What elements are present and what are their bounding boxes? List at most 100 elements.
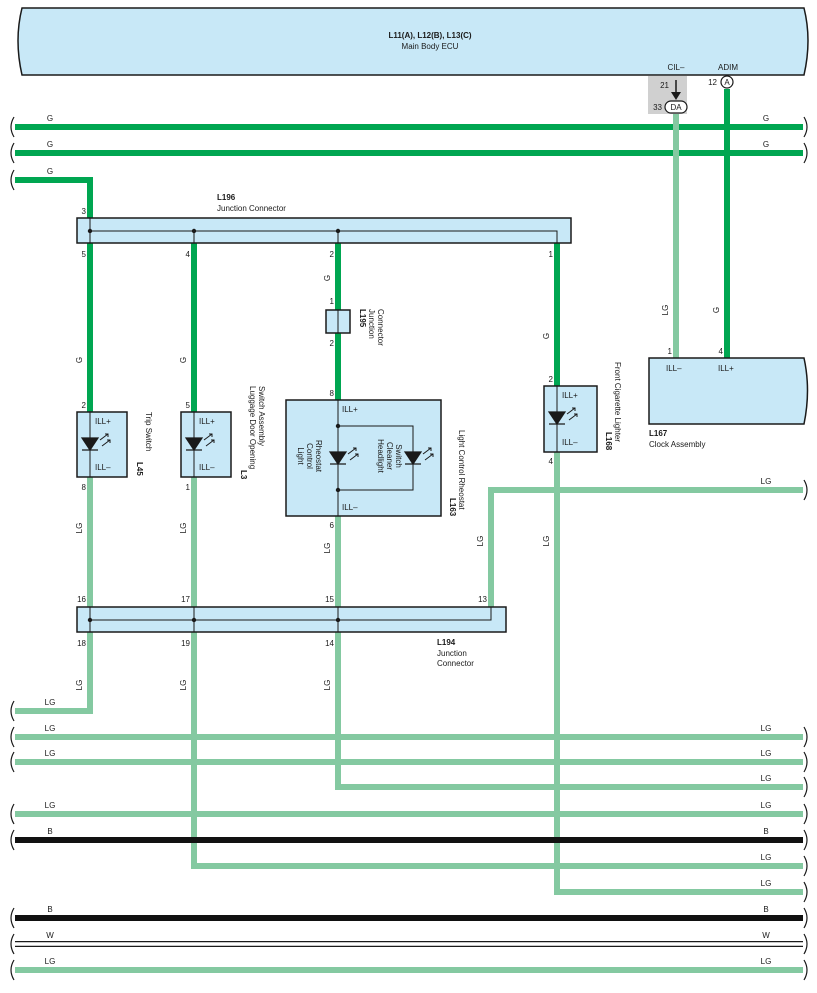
l3-ill-minus: ILL– — [199, 463, 215, 472]
l3-desc1: Luggage Door Opening — [248, 386, 257, 469]
l45-led-icon — [80, 437, 100, 452]
wire-lg-out-14 — [335, 632, 803, 790]
l196-pin-b: 4 — [186, 250, 191, 259]
l3-led-icon — [184, 437, 204, 452]
connector-a: 12 A — [708, 75, 734, 89]
l168-ill-plus: ILL+ — [562, 391, 578, 400]
luggage-door-switch-l3: ILL+ ILL– 5 1 L3 Luggage Door Opening Sw… — [180, 386, 266, 492]
l45-pin-top: 2 — [82, 401, 87, 410]
l168-name: L168 — [604, 432, 613, 451]
junction-connector-l194: 16 17 15 13 18 19 14 L194 Junction Conne… — [76, 595, 507, 668]
label-g-bus1-left: G — [47, 114, 53, 123]
label-lg-l163: LG — [323, 543, 332, 554]
label-lg-bus3-right: LG — [761, 801, 772, 810]
label-lg-bus1-left: LG — [45, 724, 56, 733]
l196-pin-in: 3 — [82, 207, 87, 216]
wire-lg-feed-l194 — [488, 487, 803, 607]
l45-description: Trip Switch — [144, 412, 153, 451]
wire-color-labels: G G G G G LG LG LG LG LG LG LG LG LG B B… — [45, 114, 772, 966]
l196-pin-c: 2 — [330, 250, 335, 259]
l168-description: Front Cigarette Lighter — [613, 362, 622, 442]
label-g-bus2-right: G — [763, 140, 769, 149]
wire-lg-out-18 — [15, 632, 93, 714]
l194-desc1: Junction — [437, 649, 467, 658]
wire-lg-l168-out — [554, 452, 803, 895]
l195-pin-bottom: 2 — [330, 339, 335, 348]
l45-ill-plus: ILL+ — [95, 417, 111, 426]
l167-ill-minus: ILL– — [666, 364, 682, 373]
light-control-rheostat-l163: ILL+ ILL– 8 6 Light Control Rheostat Hea… — [285, 389, 466, 530]
l163-name: L163 — [448, 498, 457, 517]
wire-lg-out-19 — [191, 632, 803, 869]
label-lg-feed-l194: LG — [476, 536, 485, 547]
label-lg-out14: LG — [323, 680, 332, 691]
l3-pin-bottom: 1 — [186, 483, 191, 492]
label-lg-bus1-right: LG — [761, 724, 772, 733]
l168-led-icon — [547, 411, 567, 426]
l194-name: L194 — [437, 638, 456, 647]
wire-break-marks — [10, 116, 808, 981]
l3-desc2: Switch Assembly — [257, 386, 266, 446]
label-lg-bus2-right: LG — [761, 749, 772, 758]
label-g-feed: G — [47, 167, 53, 176]
l167-description: Clock Assembly — [649, 440, 705, 449]
l194-pin-15: 15 — [325, 595, 334, 604]
l167-name: L167 — [649, 429, 668, 438]
l163-inner2-a: Headlight — [376, 439, 385, 474]
connector-a-label: A — [724, 78, 730, 87]
l196-pin-d: 1 — [549, 250, 554, 259]
ecu-pin-cil-label: CIL– — [668, 63, 685, 72]
l168-ill-minus: ILL– — [562, 438, 578, 447]
label-lg-out19-right: LG — [761, 853, 772, 862]
label-b-bus1-left: B — [47, 827, 52, 836]
label-lg-bus2-left: LG — [45, 749, 56, 758]
ecu-pin-adim-label: ADIM — [718, 63, 738, 72]
l195-pin-top: 1 — [330, 297, 335, 306]
l196-pin-a: 5 — [82, 250, 87, 259]
label-g-l3: G — [179, 357, 188, 363]
label-lg-out18: LG — [45, 698, 56, 707]
label-g-adim: G — [712, 307, 721, 313]
label-w-bus-right: W — [762, 931, 770, 940]
label-lg-l168-right: LG — [761, 879, 772, 888]
l167-pin4: 4 — [719, 347, 724, 356]
l45-pin-bottom: 8 — [82, 483, 87, 492]
label-g-bus2-left: G — [47, 140, 53, 149]
label-g-l195-top: G — [323, 275, 332, 281]
l45-name: L45 — [135, 462, 144, 476]
l163-ill-minus: ILL– — [342, 503, 358, 512]
l163-description: Light Control Rheostat — [457, 430, 466, 510]
label-lg-cil: LG — [661, 305, 670, 316]
l3-ill-plus: ILL+ — [199, 417, 215, 426]
label-lg-l3: LG — [179, 523, 188, 534]
label-lg-l45: LG — [75, 523, 84, 534]
label-lg-bus4-right: LG — [761, 957, 772, 966]
ecu-description: Main Body ECU — [402, 42, 459, 51]
l3-pin-top: 5 — [186, 401, 191, 410]
pin-adim-number: 12 — [708, 78, 717, 87]
l194-pin-17: 17 — [181, 595, 190, 604]
l163-inner2-b: Cleaner — [385, 442, 394, 470]
clock-assembly-l167: 1 4 ILL– ILL+ L167 Clock Assembly — [648, 347, 809, 449]
ecu-name: L11(A), L12(B), L13(C) — [388, 31, 471, 40]
main-body-ecu: L11(A), L12(B), L13(C) Main Body ECU CIL… — [17, 7, 809, 76]
l163-pin-bottom: 6 — [330, 521, 335, 530]
label-w-bus-left: W — [46, 931, 54, 940]
label-g-l45: G — [75, 357, 84, 363]
junction-connector-l196: L196 Junction Connector 3 5 4 2 1 — [76, 193, 572, 259]
l194-pin-13: 13 — [478, 595, 487, 604]
label-g-bus1-right: G — [763, 114, 769, 123]
junction-connector-l195: 1 2 L195 Junction Connector — [325, 297, 385, 348]
label-lg-bus3-left: LG — [45, 801, 56, 810]
l168-pin-bottom: 4 — [549, 457, 554, 466]
cigarette-lighter-l168: ILL+ ILL– 2 4 L168 Front Cigarette Light… — [543, 362, 622, 466]
label-b-bus2-right: B — [763, 905, 768, 914]
l194-pin-16: 16 — [77, 595, 86, 604]
label-lg-feed-right: LG — [761, 477, 772, 486]
l194-pin-19: 19 — [181, 639, 190, 648]
label-g-l168: G — [542, 333, 551, 339]
l195-desc2: Connector — [376, 309, 385, 346]
l194-pin-18: 18 — [77, 639, 86, 648]
wire-g-feed-l196 — [15, 177, 93, 218]
